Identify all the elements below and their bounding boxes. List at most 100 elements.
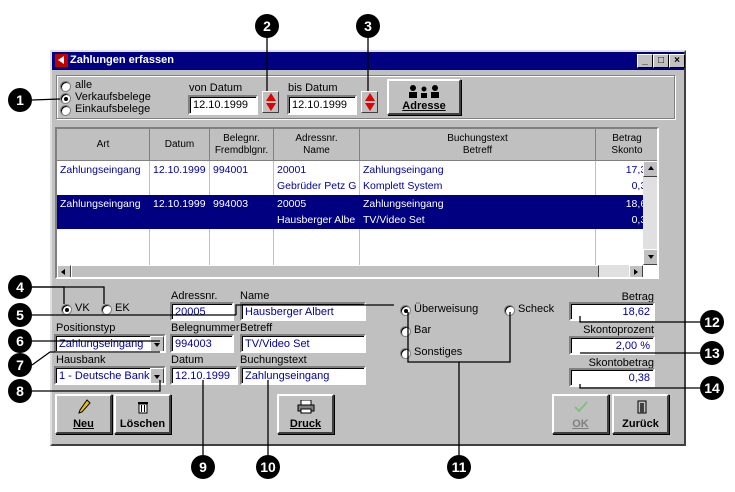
chevron-down-icon[interactable] bbox=[150, 368, 164, 383]
cell-betreff: Komplett System bbox=[363, 180, 443, 192]
bis-datum-field[interactable]: 12.10.1999 bbox=[287, 95, 357, 115]
scroll-left-button[interactable] bbox=[57, 265, 71, 277]
col-header-belegnr[interactable]: Belegnr.Fremdblgnr. bbox=[210, 129, 274, 161]
filter-radio-verkaufsbelege[interactable] bbox=[60, 93, 71, 104]
cell-buchungstext: Zahlungseingang bbox=[363, 164, 444, 176]
betrag-label: Betrag bbox=[621, 291, 654, 303]
cell-buchungstext: Zahlungseingang bbox=[363, 198, 444, 210]
filter-group bbox=[56, 75, 675, 119]
payments-table[interactable]: Art Datum Belegnr.Fremdblgnr. Adressnr.N… bbox=[55, 127, 659, 279]
cell-name: Gebrüder Petz G bbox=[277, 180, 357, 192]
col-header-art-label: Art bbox=[96, 138, 110, 150]
ek-radio[interactable] bbox=[101, 304, 112, 315]
betrag-field[interactable]: 18,62 bbox=[569, 302, 655, 321]
scroll-down-button[interactable] bbox=[643, 249, 657, 265]
cell-art: Zahlungseingang bbox=[60, 198, 141, 210]
ueberweisung-radio[interactable] bbox=[400, 305, 411, 316]
vertical-scrollbar[interactable] bbox=[643, 161, 657, 265]
maximize-button[interactable]: □ bbox=[653, 54, 669, 68]
vk-radio[interactable] bbox=[61, 304, 72, 315]
bis-datum-spinner[interactable] bbox=[361, 91, 378, 113]
filter-radio-einkaufsbelege[interactable] bbox=[60, 105, 71, 116]
von-datum-spinner[interactable] bbox=[262, 91, 279, 113]
title-bar[interactable]: Zahlungen erfassen _ □ × bbox=[52, 52, 685, 70]
col-header-adressnr[interactable]: Adressnr.Name bbox=[274, 129, 360, 161]
neu-button-label: Neu bbox=[73, 418, 94, 430]
col-header-buchungstext-label: Buchungstext bbox=[447, 132, 508, 144]
minimize-button[interactable]: _ bbox=[637, 54, 653, 68]
scheck-radio[interactable] bbox=[504, 305, 515, 316]
neu-button[interactable]: Neu bbox=[55, 394, 112, 434]
datum-label: Datum bbox=[171, 354, 204, 366]
adresse-button-label: Adresse bbox=[402, 100, 446, 112]
app-icon bbox=[55, 54, 68, 67]
hausbank-value: 1 - Deutsche Bank bbox=[59, 370, 150, 382]
skontoprozent-field[interactable]: 2,00 % bbox=[569, 336, 655, 355]
skontobetrag-field[interactable]: 0,38 bbox=[569, 368, 655, 387]
cell-name: Hausberger Albe bbox=[277, 214, 356, 226]
name-label: Name bbox=[240, 290, 270, 302]
cell-belegnr: 994001 bbox=[213, 164, 249, 176]
zurueck-button-label: Zurück bbox=[622, 418, 659, 430]
name-field[interactable]: Hausberger Albert bbox=[240, 302, 366, 321]
druck-button[interactable]: Druck bbox=[277, 394, 334, 434]
filter-radio-alle[interactable] bbox=[60, 81, 71, 92]
cell-art: Zahlungseingang bbox=[60, 164, 141, 176]
von-datum-field[interactable]: 12.10.1999 bbox=[188, 95, 258, 115]
ok-button[interactable]: OK bbox=[552, 394, 609, 434]
horizontal-scrollbar[interactable] bbox=[57, 265, 643, 277]
positionstyp-value: Zahlungseingang bbox=[59, 338, 144, 350]
loeschen-button[interactable]: Löschen bbox=[114, 394, 171, 434]
arrow-up-icon bbox=[648, 166, 654, 170]
filter-label-verkaufsbelege: Verkaufsbelege bbox=[75, 91, 151, 103]
buchungstext-field[interactable]: Zahlungseingang bbox=[240, 366, 366, 385]
callout-3: 3 bbox=[356, 14, 380, 38]
belegnummer-label: Belegnummer bbox=[171, 322, 240, 334]
col-header-art[interactable]: Art bbox=[57, 129, 150, 161]
bar-label: Bar bbox=[414, 324, 432, 336]
col-header-datum[interactable]: Datum bbox=[150, 129, 210, 161]
col-header-skonto-label: Skonto bbox=[611, 144, 643, 156]
von-datum-label: von Datum bbox=[189, 82, 243, 94]
scheck-label: Scheck bbox=[518, 303, 555, 315]
callout-9: 9 bbox=[191, 455, 215, 479]
betreff-field[interactable]: TV/Video Set bbox=[240, 334, 366, 353]
callout-13: 13 bbox=[700, 341, 724, 365]
filter-label-alle: alle bbox=[75, 79, 93, 91]
zurueck-button[interactable]: Zurück bbox=[612, 394, 669, 434]
col-header-datum-label: Datum bbox=[164, 138, 195, 150]
adresse-button[interactable]: Adresse bbox=[387, 79, 461, 115]
callout-12: 12 bbox=[700, 310, 724, 334]
scroll-right-button[interactable] bbox=[629, 265, 643, 277]
positionstyp-label: Positionstyp bbox=[56, 322, 116, 334]
checkmark-icon bbox=[574, 401, 588, 413]
close-button[interactable]: × bbox=[669, 54, 685, 68]
datum-field[interactable]: 12.10.1999 bbox=[170, 366, 238, 385]
adressnr-field[interactable]: 20005 bbox=[170, 302, 234, 321]
arrow-right-icon bbox=[634, 269, 638, 275]
scroll-up-button[interactable] bbox=[643, 161, 657, 177]
loeschen-button-label: Löschen bbox=[119, 418, 166, 430]
callout-7: 7 bbox=[8, 353, 32, 377]
callout-2: 2 bbox=[255, 14, 279, 38]
table-row-selected[interactable]: Zahlungseingang 12.10.1999 994003 20005 … bbox=[57, 195, 657, 229]
cell-adressnr: 20005 bbox=[277, 198, 307, 210]
buchungstext-label: Buchungstext bbox=[240, 354, 307, 366]
trash-icon bbox=[138, 402, 148, 414]
bar-radio[interactable] bbox=[400, 326, 411, 337]
belegnummer-field[interactable]: 994003 bbox=[170, 334, 234, 353]
col-header-fremdblgnr-label: Fremdblgnr. bbox=[214, 144, 269, 156]
callout-6: 6 bbox=[8, 329, 32, 353]
arrow-left-icon bbox=[61, 269, 65, 275]
sonstiges-radio[interactable] bbox=[400, 348, 411, 359]
callout-8: 8 bbox=[8, 379, 32, 403]
chevron-down-icon[interactable] bbox=[150, 336, 164, 351]
positionstyp-dropdown[interactable]: Zahlungseingang bbox=[54, 334, 166, 353]
table-row[interactable]: Zahlungseingang 12.10.1999 994001 20001 … bbox=[57, 161, 657, 195]
hausbank-dropdown[interactable]: 1 - Deutsche Bank bbox=[54, 366, 166, 385]
arrow-down-icon bbox=[648, 255, 654, 259]
skontobetrag-label: Skontobetrag bbox=[588, 357, 654, 369]
scroll-thumb[interactable] bbox=[71, 265, 599, 277]
